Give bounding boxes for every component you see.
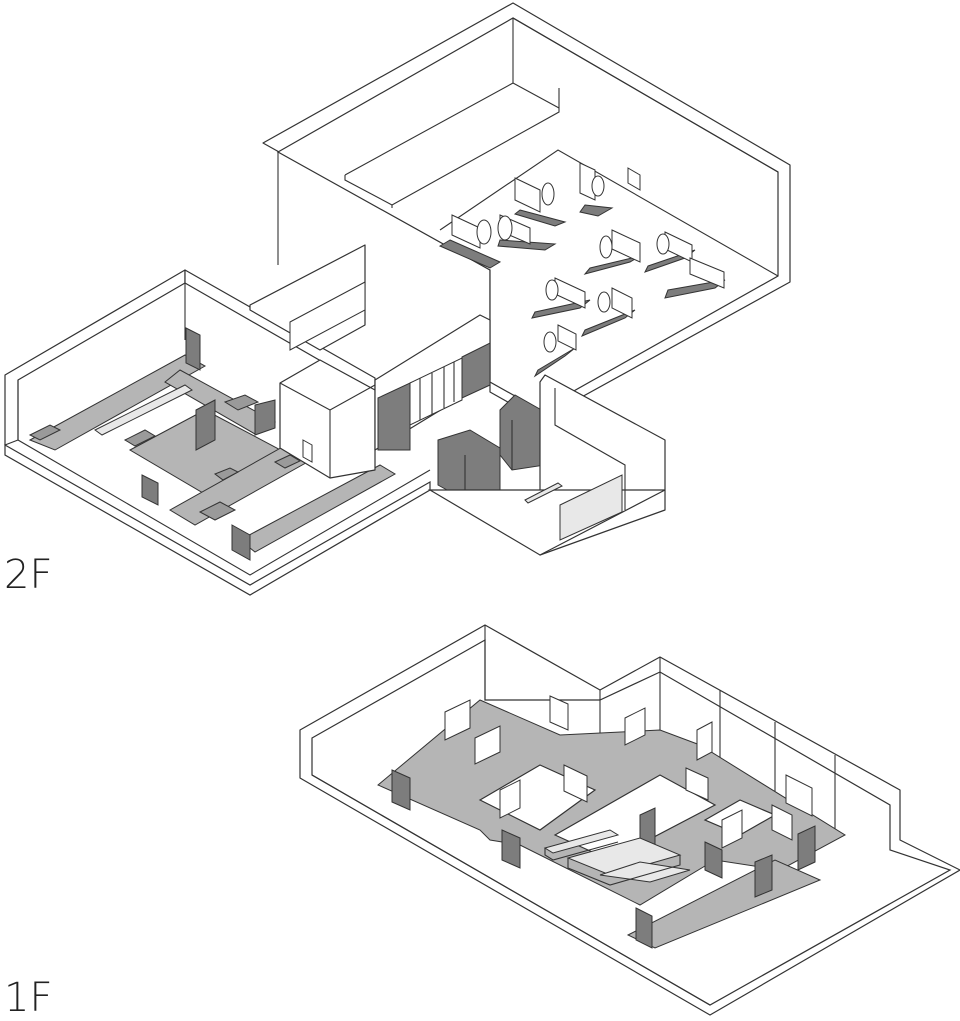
stair-1f — [543, 829, 691, 886]
display-stand — [664, 257, 726, 299]
display-stand — [579, 162, 614, 217]
floor-1f-drawing — [299, 624, 960, 1016]
corridor-wall-2f — [374, 314, 491, 451]
display-stand — [531, 277, 591, 319]
display-stand — [644, 231, 696, 273]
gallery-left-2f — [4, 244, 431, 596]
display-stand — [580, 287, 636, 337]
display-stand — [497, 214, 557, 251]
floor-2f-drawing — [4, 2, 791, 596]
exhibit-panels-1f — [391, 695, 816, 949]
floor-label-2f: 2F — [4, 552, 53, 598]
central-block-2f — [279, 359, 376, 479]
display-stand — [533, 324, 577, 378]
display-stand — [583, 229, 641, 275]
dark-partitions-2f — [437, 394, 546, 501]
display-stand — [513, 177, 567, 227]
room-lower-right-2f — [427, 374, 666, 556]
rug-left-gallery — [28, 327, 396, 561]
display-stands-hall — [438, 162, 726, 378]
floor-label-1f: 1F — [4, 975, 53, 1021]
display-stand — [438, 214, 502, 269]
